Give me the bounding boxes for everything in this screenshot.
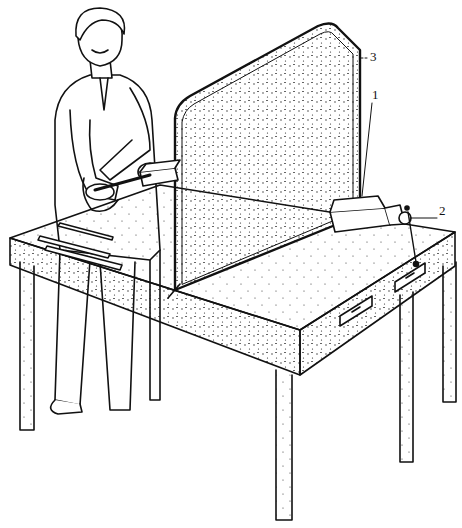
vise-handle bbox=[408, 212, 416, 262]
bench-apron bbox=[300, 232, 455, 375]
bench-leg bbox=[20, 262, 34, 430]
leader-line bbox=[362, 103, 372, 196]
bench-apron bbox=[10, 238, 300, 375]
vise-body bbox=[330, 208, 390, 232]
drawer bbox=[340, 296, 372, 326]
bench-leg bbox=[443, 262, 456, 402]
worker-hair bbox=[76, 8, 125, 40]
worker-collar bbox=[100, 78, 108, 110]
drawer bbox=[395, 263, 425, 292]
vise-handle-knob bbox=[414, 262, 419, 267]
vise-jaw bbox=[330, 196, 385, 212]
worker-shoe bbox=[51, 400, 82, 414]
worker-mouth bbox=[92, 50, 108, 53]
workpiece bbox=[140, 160, 180, 172]
bench-leg bbox=[276, 370, 292, 520]
bench-leg bbox=[400, 292, 413, 462]
leader-line bbox=[410, 218, 437, 219]
hand-tool-arc bbox=[83, 178, 118, 211]
callout-number: 1 bbox=[372, 88, 379, 102]
file-tool bbox=[58, 223, 113, 240]
drawer-handle bbox=[352, 273, 414, 312]
callout-number: 3 bbox=[370, 50, 377, 64]
callout-number: 2 bbox=[439, 204, 446, 218]
vise-handle-knob bbox=[405, 206, 409, 210]
leader-line bbox=[361, 58, 368, 59]
file-tool bbox=[45, 246, 122, 270]
hand-file bbox=[95, 175, 150, 190]
